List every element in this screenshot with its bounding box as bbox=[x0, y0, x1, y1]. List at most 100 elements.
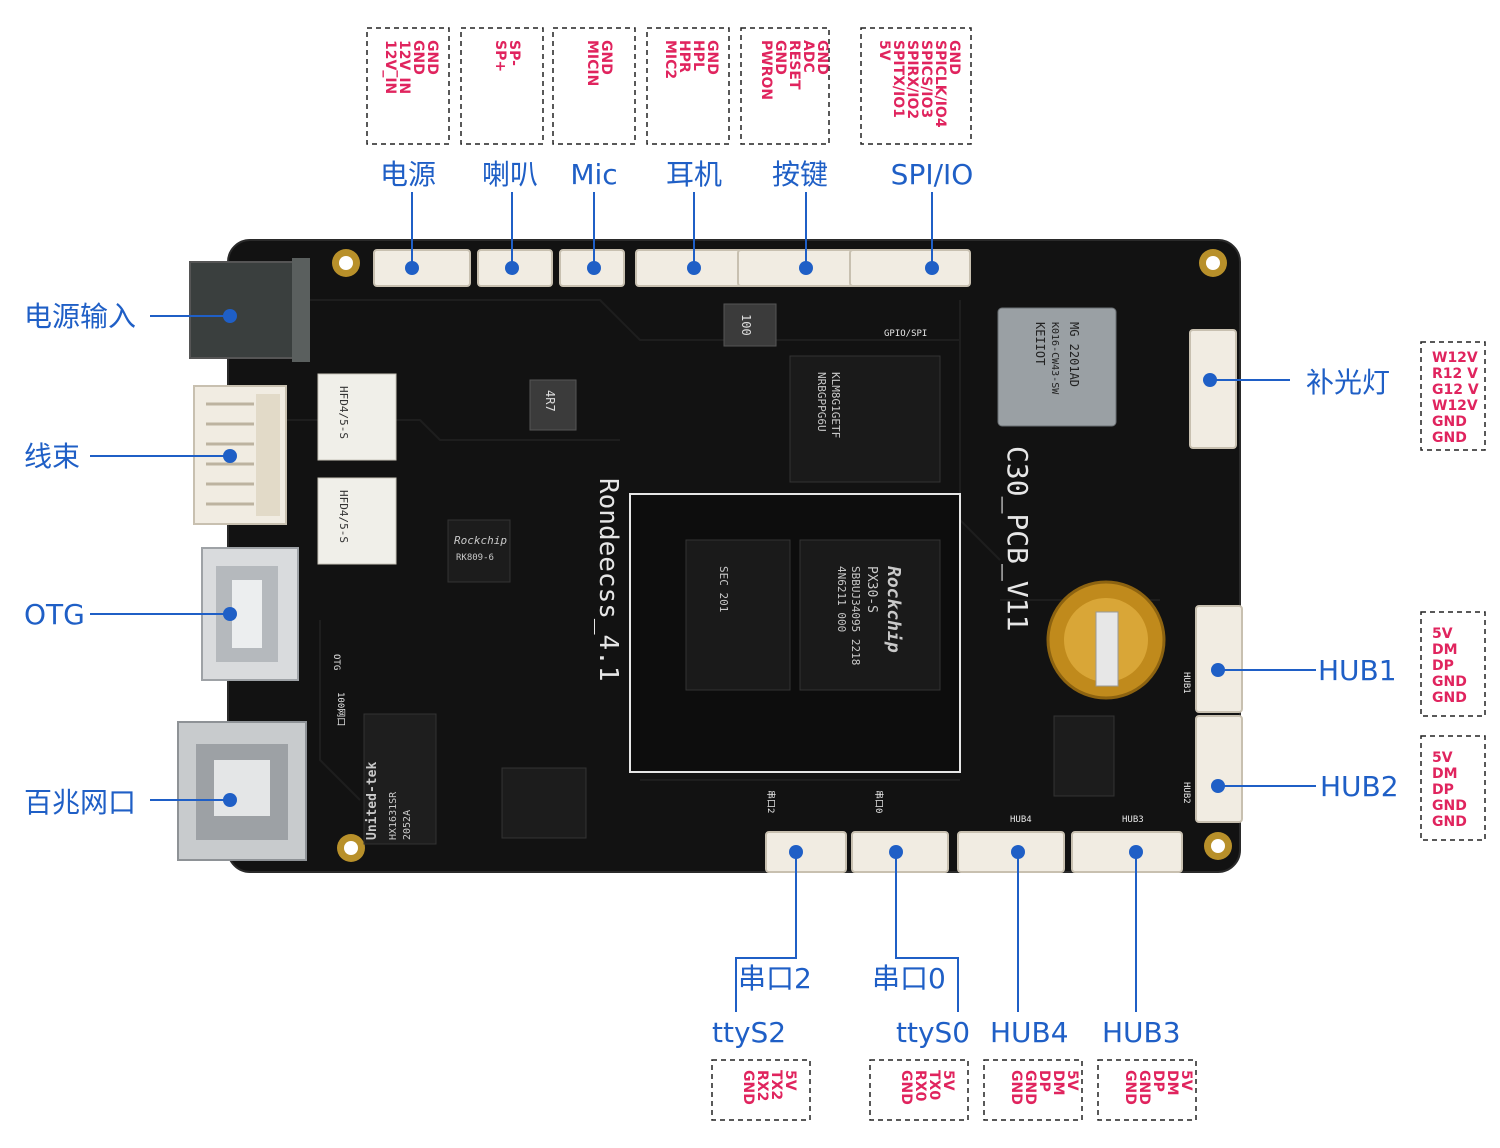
wifi-brand: KEIIOT bbox=[1033, 322, 1047, 365]
label-hub3: HUB3 bbox=[1102, 1016, 1181, 1049]
eth-brand: United-tek bbox=[365, 762, 380, 840]
soc-brand: Rockchip bbox=[883, 566, 904, 653]
svg-text:5V: 5V bbox=[782, 1070, 798, 1091]
coin-cell-battery bbox=[1046, 580, 1166, 700]
eth-code: 2052A bbox=[402, 810, 413, 840]
label-spi-io: SPI/IO bbox=[891, 158, 974, 191]
wifi-code: MG 2201AD bbox=[1067, 322, 1081, 387]
top-leader-lines bbox=[405, 192, 939, 275]
svg-text:5V: 5V bbox=[876, 40, 892, 61]
svg-text:PWRON: PWRON bbox=[758, 40, 774, 100]
svg-text:SP-: SP- bbox=[506, 40, 522, 66]
svg-text:HPL: HPL bbox=[690, 40, 706, 71]
svg-text:GND: GND bbox=[946, 40, 962, 75]
svg-text:12V_IN: 12V_IN bbox=[396, 40, 412, 94]
silk-model: Rondeecss_4.1 bbox=[593, 478, 623, 682]
pinout-serial0: 5V TX0 RX0 GND bbox=[898, 1070, 956, 1105]
svg-text:MICIN: MICIN bbox=[584, 40, 600, 86]
top-pinout-boxes bbox=[366, 27, 972, 145]
label-harness: 线束 bbox=[24, 440, 80, 473]
svg-text:DM: DM bbox=[1432, 642, 1458, 658]
label-hub4: HUB4 bbox=[990, 1016, 1069, 1049]
pinout-fill-light: W12V R12 V G12 V W12V GND GND bbox=[1432, 350, 1479, 446]
label-tty-s2: ttyS2 bbox=[712, 1016, 786, 1049]
svg-text:TX0: TX0 bbox=[926, 1070, 942, 1100]
svg-text:5V: 5V bbox=[1432, 750, 1453, 766]
pinout-hub4: 5V DM DP GND GND bbox=[1008, 1070, 1080, 1105]
pinout-headphone: GND HPL HPR MIC2 bbox=[662, 40, 720, 79]
svg-text:DM: DM bbox=[1432, 766, 1458, 782]
label-serial0: 串口0 bbox=[872, 962, 946, 995]
svg-text:DM: DM bbox=[1164, 1070, 1180, 1096]
svg-text:GND: GND bbox=[1022, 1070, 1038, 1105]
ddr-part: SEC 201 bbox=[717, 566, 730, 612]
svg-text:GND: GND bbox=[704, 40, 720, 75]
label-power-input: 电源输入 bbox=[24, 300, 136, 333]
svg-text:SPICS/IO3: SPICS/IO3 bbox=[918, 40, 934, 118]
relay-part-1: HFD4/5-S bbox=[337, 386, 350, 439]
svg-text:5V: 5V bbox=[1178, 1070, 1194, 1091]
soc-lot: 4N6211 000 bbox=[835, 566, 848, 632]
pinout-power: GND GND 12V_IN 12V_IN bbox=[382, 40, 440, 94]
label-keys: 按键 bbox=[772, 158, 828, 191]
inductor-value: 4R7 bbox=[543, 390, 557, 412]
svg-text:GND: GND bbox=[1008, 1070, 1024, 1105]
svg-text:SPIRX/IO2: SPIRX/IO2 bbox=[904, 40, 920, 119]
label-mic: Mic bbox=[570, 158, 617, 191]
svg-text:SPICLK/IO4: SPICLK/IO4 bbox=[932, 40, 948, 128]
svg-text:5V: 5V bbox=[1432, 626, 1453, 642]
svg-text:DP: DP bbox=[1432, 658, 1454, 674]
svg-text:12V_IN: 12V_IN bbox=[382, 40, 398, 94]
svg-text:GND: GND bbox=[898, 1070, 914, 1105]
pinout-hub1: 5V DM DP GND GND bbox=[1432, 626, 1467, 706]
svg-text:5V: 5V bbox=[1064, 1070, 1080, 1091]
svg-text:5V: 5V bbox=[940, 1070, 956, 1091]
svg-text:GND: GND bbox=[814, 40, 830, 75]
silk-otg: OTG bbox=[331, 654, 341, 670]
svg-text:GND: GND bbox=[740, 1070, 756, 1105]
svg-text:DP: DP bbox=[1150, 1070, 1166, 1092]
relay-part-2: HFD4/5-S bbox=[337, 490, 350, 543]
wifi-part: K016-CW43-SW bbox=[1049, 322, 1060, 395]
label-otg: OTG bbox=[24, 598, 85, 631]
svg-text:W12V: W12V bbox=[1432, 350, 1478, 366]
bottom-leader-lines bbox=[735, 845, 1143, 1012]
emmc-code: NRBGPPG6U bbox=[815, 372, 828, 432]
label-serial2: 串口2 bbox=[738, 962, 812, 995]
svg-text:GND: GND bbox=[1432, 674, 1467, 690]
bottom-pinout-boxes bbox=[711, 1059, 1197, 1121]
label-tty-s0: ttyS0 bbox=[896, 1016, 970, 1049]
svg-text:GND: GND bbox=[1432, 798, 1467, 814]
top-connectors bbox=[373, 249, 971, 287]
svg-text:G12 V: G12 V bbox=[1432, 382, 1479, 398]
label-fill-light: 补光灯 bbox=[1306, 366, 1390, 399]
svg-text:GND: GND bbox=[424, 40, 440, 75]
ethernet-port bbox=[177, 721, 307, 861]
pinout-hub2: 5V DM DP GND GND bbox=[1432, 750, 1467, 830]
svg-text:GND: GND bbox=[410, 40, 426, 75]
svg-text:GND: GND bbox=[1122, 1070, 1138, 1105]
svg-text:GND: GND bbox=[1432, 814, 1467, 830]
svg-text:ADC: ADC bbox=[800, 40, 816, 73]
label-power: 电源 bbox=[380, 158, 436, 191]
right-leader-lines bbox=[1203, 373, 1316, 793]
svg-text:GND: GND bbox=[1136, 1070, 1152, 1105]
svg-text:SP+: SP+ bbox=[492, 40, 508, 72]
svg-text:DP: DP bbox=[1432, 782, 1454, 798]
inductor-2: 100 bbox=[739, 314, 753, 336]
right-pinout-boxes bbox=[1420, 341, 1486, 841]
svg-text:HPR: HPR bbox=[676, 40, 692, 73]
svg-text:GND: GND bbox=[598, 40, 614, 75]
pinout-keys: GND ADC RESET GND PWRON bbox=[758, 40, 830, 100]
silk-hub2: HUB2 bbox=[1181, 782, 1191, 804]
silk-hub1: HUB1 bbox=[1181, 672, 1191, 694]
svg-text:R12 V: R12 V bbox=[1432, 366, 1478, 382]
pinout-serial2: 5V TX2 RX2 GND bbox=[740, 1070, 798, 1105]
left-leader-lines bbox=[90, 309, 237, 807]
pinout-hub3: 5V DM DP GND GND bbox=[1122, 1070, 1194, 1105]
silk-net: 100网口 bbox=[335, 692, 346, 726]
eth-part: HX1631SR bbox=[388, 791, 399, 840]
svg-text:RX0: RX0 bbox=[912, 1070, 928, 1102]
silk-gpio: GPIO/SPI bbox=[884, 329, 927, 339]
silk-uart2: 串口2 bbox=[765, 790, 776, 813]
